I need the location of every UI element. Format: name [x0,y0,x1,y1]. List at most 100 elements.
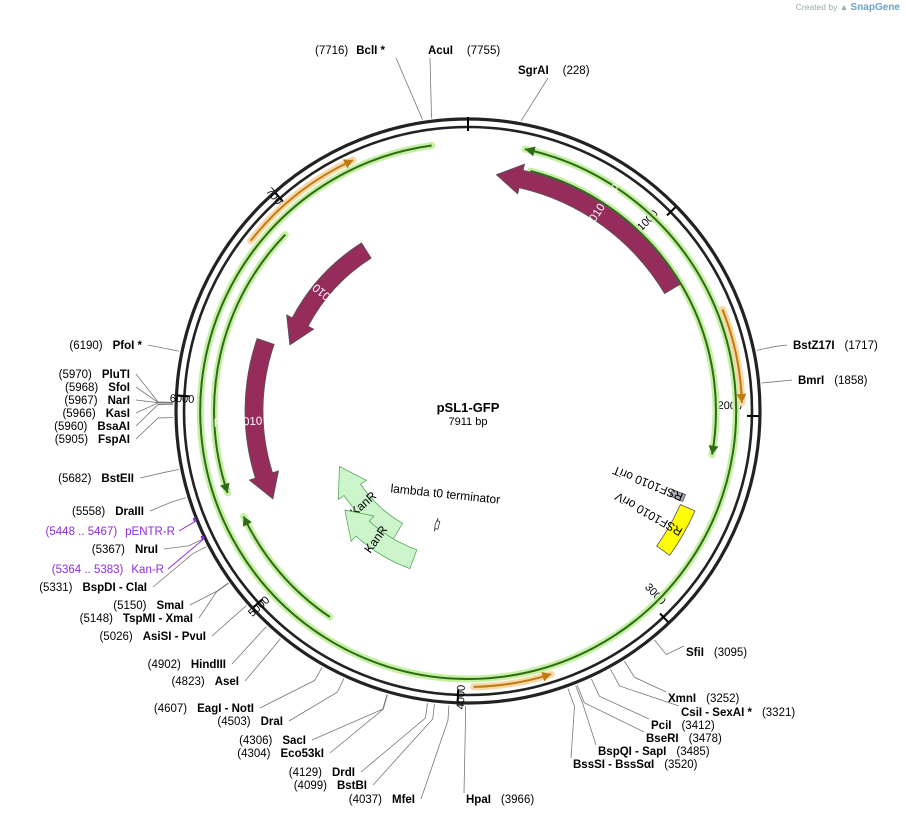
feature-rsf1010-repc[interactable] [244,338,280,500]
site-label-pluti[interactable]: (5970)PluTI [59,369,130,381]
snapgene-credit: Created by ▲ SnapGene [796,2,900,13]
site-label-eagi-noti[interactable]: (4607)EagI - NotI [154,703,254,715]
site-position: (5150) [113,600,146,612]
primer-label-pentr-r[interactable]: (5448 .. 5467)pENTR-R [46,526,175,538]
site-label-hindiii[interactable]: (4902)HindIII [148,659,226,671]
feature-rsf1010-orit[interactable] [669,489,686,503]
tick-mark-5000 [252,598,263,609]
site-enzyme: BstZ17I [793,340,835,352]
site-label-asisi-pvui[interactable]: (5026)AsiSI - PvuI [99,631,206,643]
site-position: (5331) [39,582,72,594]
site-label-draiii[interactable]: (5558)DraIII [72,506,144,518]
site-enzyme: BstBI [337,780,367,792]
site-label-bstz17i[interactable]: BstZ17I (1717) [793,340,878,352]
primer-label-kan-r[interactable]: (5364 .. 5383)Kan-R [52,564,164,576]
site-label-drai[interactable]: (4503)DraI [217,716,283,728]
site-label-xmni[interactable]: XmnI(3252) [668,693,740,705]
tick-mark-7000 [274,192,285,203]
site-leader-line [761,379,793,384]
site-label-drdi[interactable]: (4129)DrdI [289,767,355,779]
orange-arrow-line [249,159,354,242]
feature-kanr[interactable] [344,509,418,570]
site-label-eco53ki[interactable]: (4304)Eco53kI [237,748,324,760]
site-position: (3520) [664,759,697,771]
site-position: (5682) [58,473,91,485]
site-label-pfoi[interactable]: (6190)PfoI * [69,340,142,352]
feature-rsf1010-oriv[interactable] [656,503,696,556]
site-enzyme: KasI [106,408,130,420]
restriction-sites: (7716)BclI * AcuI(7755) SgrAI(228) BstZ17I (… [39,45,878,806]
site-label-saci[interactable]: (4306) SacI [239,735,306,747]
tick-label: 4000 [455,685,468,710]
site-label-asei[interactable]: (4823)AseI [171,676,239,688]
site-leader-line [149,497,187,512]
site-position: (4823) [171,676,204,688]
site-enzyme: BmrI [798,375,824,387]
site-label-sfii[interactable]: SfiI(3095) [686,647,747,659]
site-label-bsssi-bsss-i[interactable]: BssSI - BssSαI(3520) [573,759,698,771]
site-label-csii-sexai[interactable]: CsiI - SexAI *(3321) [681,707,795,719]
site-position: (5558) [72,506,105,518]
site-label-tspmi-xmai[interactable]: (5148)TspMI - XmaI [80,613,193,625]
orange-arrowhead-icon [342,159,354,169]
site-position: (4306) [239,735,272,747]
site-position: (5026) [99,631,132,643]
site-leader-line [520,77,549,122]
site-label-bcli[interactable]: (7716)BclI * [315,45,386,57]
green-arrowhead-icon [243,516,252,527]
primer-mark[interactable] [200,535,205,540]
site-position: (5970) [59,369,92,381]
site-label-sfoi[interactable]: (5968)SfoI [65,382,130,394]
tick-mark-3000 [659,612,669,623]
site-leader-line [135,373,174,403]
primers: (5448 .. 5467)pENTR-R (5364 .. 5383)Kan-R [46,517,205,576]
site-enzyme: SgrAI [518,65,549,77]
tick-label: 6000 [169,393,194,406]
feature-lambda-t0-terminator[interactable] [434,517,441,532]
site-label-bspqi-sapi[interactable]: BspQI - SapI(3485) [598,746,710,758]
green-arrow-line [530,170,717,455]
site-enzyme: SacI [282,735,306,747]
site-leader-line [135,399,174,404]
site-label-bmri[interactable]: BmrI(1858) [798,375,868,387]
site-position: (5967) [64,395,97,407]
site-label-nrui[interactable]: (5367)NruI [92,544,158,556]
feature-rsf1010-repb[interactable] [495,163,681,295]
green-arrow-line [213,233,287,494]
site-leader-line [231,626,267,665]
site-enzyme: EagI - NotI [197,703,254,715]
green-arrowhead-icon [708,445,719,455]
site-label-sgrai[interactable]: SgrAI(228) [518,65,590,77]
site-position: (3321) [762,707,795,719]
site-label-bspdi-clai[interactable]: (5331)BspDI - ClaI [39,582,147,594]
site-position: (1717) [845,340,878,352]
site-label-fspai[interactable]: (5905) FspAI [55,434,130,446]
site-leader-line [567,688,575,759]
site-position: (5905) [55,434,88,446]
site-enzyme: BsaAI [97,421,130,433]
green-arrow-glow [526,167,720,458]
site-leader-line [372,704,435,786]
site-leader-line [429,57,432,119]
site-enzyme: FspAI [98,434,130,446]
site-label-bsteii[interactable]: (5682)BstEII [58,473,134,485]
site-label-pcii[interactable]: PciI(3412) [651,720,715,732]
feature-rsf1010-repa[interactable] [286,242,372,346]
site-label-nari[interactable]: (5967)NarI [64,395,130,407]
primer-mark[interactable] [192,517,197,522]
site-leader-line [198,582,229,619]
primer-name: Kan-R [131,564,164,576]
site-enzyme: BspQI - SapI [598,746,666,758]
site-label-hpai[interactable]: HpaI(3966) [466,794,534,806]
site-label-smai[interactable]: (5150)SmaI [113,600,184,612]
site-label-mfei[interactable]: (4037)MfeI [349,794,415,806]
site-label-acui[interactable]: AcuI(7755) [428,45,500,57]
site-position: (6190) [69,340,102,352]
site-label-kasi[interactable]: (5966)KasI [62,408,130,420]
site-label-bseri[interactable]: BseRI(3478) [646,733,722,745]
site-label-bstbi[interactable]: (4099)BstBI [294,780,367,792]
site-label-bsaai[interactable]: (5960)BsaAI [54,421,130,433]
site-leader-line [360,703,428,773]
